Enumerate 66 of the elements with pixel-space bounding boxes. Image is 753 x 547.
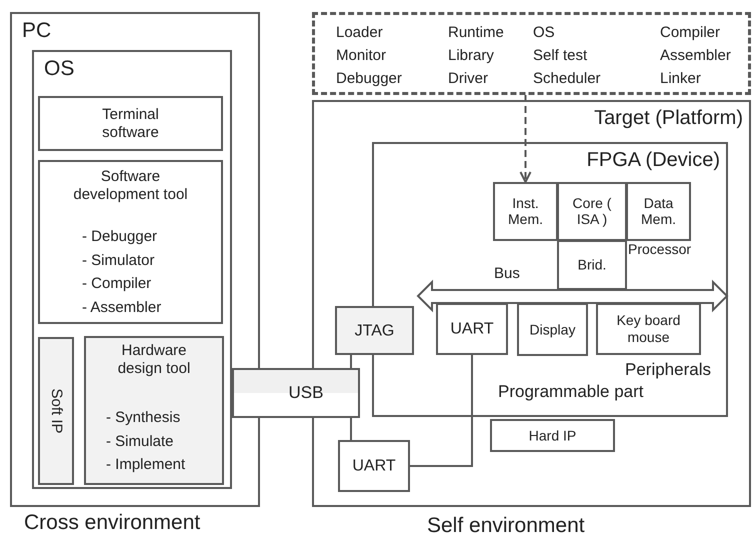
software-box	[38, 96, 223, 151]
text-label: Peripherals	[625, 360, 711, 380]
list-item: Scheduler	[533, 70, 601, 88]
tool-box	[84, 336, 224, 485]
list-item: - Simulate	[106, 432, 174, 450]
usb-connector-box	[232, 368, 360, 418]
pc-frame	[10, 12, 260, 507]
core-block	[557, 182, 627, 241]
memory-block	[493, 182, 558, 241]
software-list-box	[312, 12, 751, 95]
text-label: Processor	[628, 241, 692, 257]
box-title: Hardware design tool	[116, 342, 192, 378]
peripheral-box	[596, 303, 701, 355]
box-label: Key board mouse	[616, 312, 682, 346]
box-label: Brid.	[578, 256, 606, 274]
connector-line	[350, 418, 352, 440]
hard-ip-box	[490, 419, 615, 452]
list-item: Debugger	[336, 70, 402, 88]
connector-line	[410, 355, 473, 467]
box-label: Inst. Mem.	[507, 194, 544, 228]
box-title: Target (Platform)	[594, 106, 743, 130]
box-label: Terminal software	[101, 106, 160, 142]
box-label: Display	[530, 321, 576, 338]
jtag-box	[335, 306, 414, 355]
arrow	[520, 95, 532, 183]
memory-block	[626, 182, 691, 241]
list-item: Self test	[533, 47, 588, 65]
list-item: - Debugger	[82, 228, 158, 246]
text-label: Bus	[494, 265, 520, 282]
list-item: - Implement	[106, 456, 186, 474]
box-label: Core ( ISA )	[572, 194, 612, 228]
uart-box	[338, 440, 410, 492]
text-label: Programmable part	[498, 382, 644, 402]
list-item: Compiler	[660, 24, 720, 42]
list-item: - Compiler	[82, 275, 152, 293]
text-label: Cross environment	[24, 511, 200, 535]
box-title: OS	[44, 56, 74, 82]
os-frame	[32, 50, 232, 489]
box-label: Hard IP	[528, 427, 576, 444]
box-label: Data Mem.	[640, 194, 677, 228]
list-item: Driver	[448, 70, 488, 88]
list-item: - Assembler	[82, 298, 162, 316]
box-title: Software development tool	[72, 168, 189, 204]
box-title: FPGA (Device)	[586, 148, 720, 172]
text-label: Self environment	[427, 514, 585, 538]
ip-box	[38, 337, 74, 485]
list-item: Loader	[336, 24, 383, 42]
bridge-block	[557, 240, 627, 290]
list-item: Linker	[660, 70, 701, 88]
list-item: - Simulator	[82, 252, 155, 270]
box-label: Soft IP	[47, 388, 65, 434]
list-item: - Synthesis	[106, 409, 180, 427]
peripheral-box	[517, 303, 588, 356]
box-label: USB	[288, 382, 324, 404]
peripheral-box	[436, 303, 508, 355]
list-item: OS	[533, 24, 555, 42]
box-title: PC	[22, 18, 52, 44]
box-label: JTAG	[354, 320, 394, 340]
tool-box	[38, 160, 223, 324]
list-item: Library	[448, 47, 494, 65]
list-item: Runtime	[448, 24, 504, 42]
connector-line	[350, 355, 352, 368]
box-label: UART	[450, 319, 494, 339]
list-item: Monitor	[336, 47, 386, 65]
box-label: UART	[352, 456, 396, 476]
list-item: Assembler	[660, 47, 731, 65]
